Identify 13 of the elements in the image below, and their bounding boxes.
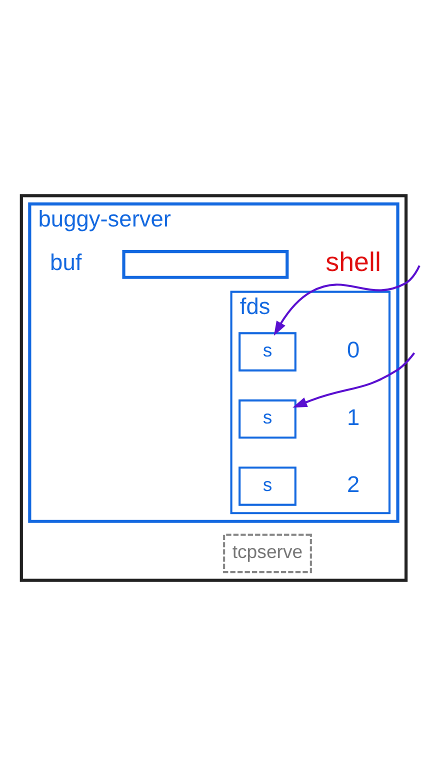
label: shell — [325, 246, 380, 276]
arrow — [292, 352, 415, 408]
node-label: 2 — [346, 470, 360, 497]
node-label: 1 — [346, 403, 360, 430]
node-box — [122, 249, 288, 278]
node-box: tcpserve — [222, 533, 312, 573]
node-box: s — [238, 332, 296, 371]
arrow — [273, 264, 420, 336]
node-box: s — [238, 466, 296, 506]
node-box: s — [238, 398, 296, 438]
cluster — [19, 194, 408, 582]
node-label: buf — [50, 248, 82, 275]
node-label: 0 — [346, 336, 360, 362]
